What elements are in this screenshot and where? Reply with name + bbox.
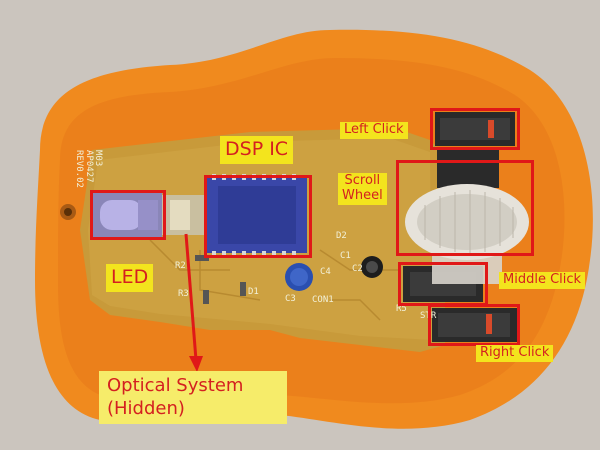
- silk-ref-c1: C1: [340, 251, 351, 261]
- optical-system-label-line-2: (Hidden): [107, 397, 185, 419]
- silk-ref-c4: C4: [320, 267, 331, 277]
- right-click-label: Right Click: [476, 345, 554, 362]
- silk-ref-r5: R5: [396, 304, 407, 314]
- silk-ref-con1: CON1: [312, 295, 334, 305]
- silk-ref-c3: C3: [285, 294, 296, 304]
- scroll-wheel-label: Scroll Wheel: [338, 173, 387, 205]
- middle-click-highlight-box: [398, 262, 488, 306]
- left-click-highlight-box: [430, 108, 520, 150]
- dsp-ic-highlight-box: [204, 175, 312, 258]
- scroll-wheel-highlight-box: [396, 160, 534, 256]
- silk-ref-r2: R2: [175, 261, 186, 271]
- optical-system-label: Optical System (Hidden): [99, 371, 287, 424]
- left-click-label: Left Click: [340, 122, 408, 139]
- scroll-wheel: [405, 184, 529, 284]
- optical-system-label-line-1: Optical System: [107, 375, 244, 396]
- led-component: [92, 193, 162, 237]
- dsp-chip: [207, 174, 307, 257]
- optical-arrow: [184, 233, 198, 361]
- scroll-wheel-label-line-1: Scroll: [344, 173, 381, 188]
- silk-ref-d1: D1: [248, 287, 259, 297]
- right-click-highlight-box: [428, 304, 520, 346]
- silk-ref-r3: R3: [178, 289, 189, 299]
- silk-ref-d2: D2: [336, 231, 347, 241]
- arrowhead-icon: [189, 356, 203, 372]
- dsp-ic-label: DSP IC: [220, 136, 294, 164]
- silkscreen-line-3: REV0.02: [74, 150, 85, 188]
- silk-ref-c2: C2: [352, 264, 363, 274]
- led-label: LED: [106, 264, 154, 292]
- scroll-wheel-label-line-2: Wheel: [342, 187, 383, 203]
- middle-click-label: Middle Click: [499, 272, 586, 289]
- capacitors: [285, 256, 383, 291]
- led-highlight-box: [90, 190, 166, 240]
